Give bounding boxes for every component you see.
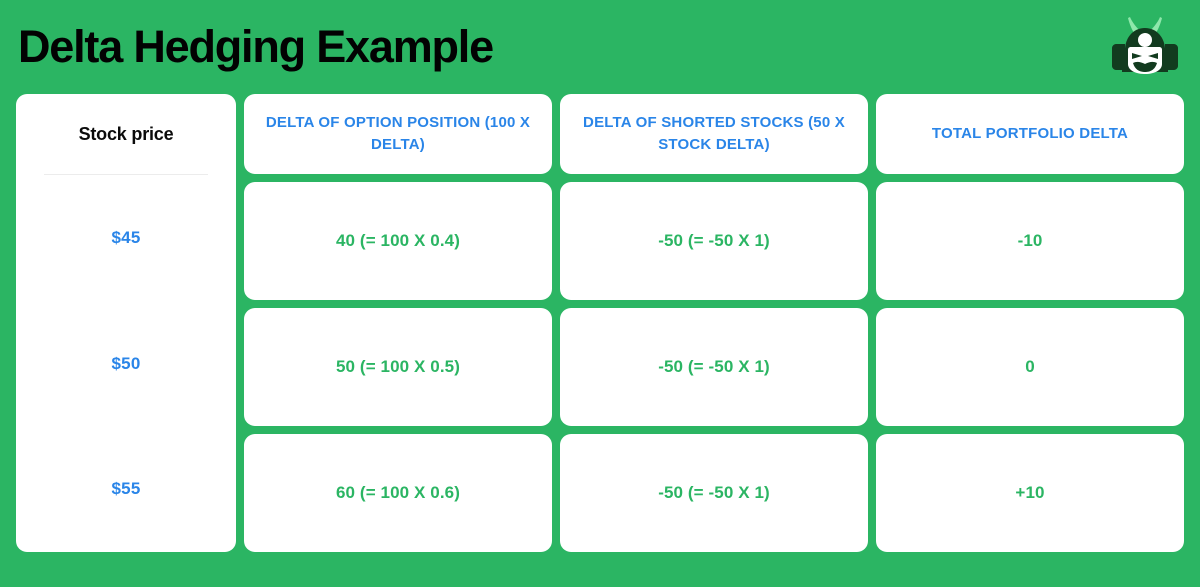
table-cell: -10 (876, 182, 1184, 300)
stock-price-value-list: $45 $50 $55 (16, 175, 236, 552)
table-cell: -50 (= -50 X 1) (560, 434, 868, 552)
table-cell: 40 (= 100 X 0.4) (244, 182, 552, 300)
table-cell: 60 (= 100 X 0.6) (244, 434, 552, 552)
page-header: Delta Hedging Example (0, 0, 1200, 92)
cell-value: -10 (1017, 231, 1043, 250)
table-cell: -50 (= -50 X 1) (560, 308, 868, 426)
option-delta-column-header: DELTA OF OPTION POSITION (100 X DELTA) (244, 94, 552, 174)
stock-price-column-header: Stock price (16, 94, 236, 174)
table-cell: -50 (= -50 X 1) (560, 182, 868, 300)
samurai-helmet-logo-icon (1112, 17, 1178, 74)
option-delta-column: DELTA OF OPTION POSITION (100 X DELTA) 4… (244, 94, 552, 552)
stock-price-header-divider (44, 174, 208, 175)
stock-price-column: Stock price $45 $50 $55 (16, 94, 236, 552)
delta-hedging-table: Stock price $45 $50 $55 DELTA OF OPTION … (16, 94, 1184, 552)
cell-value: -50 (= -50 X 1) (658, 483, 770, 502)
shorted-stocks-delta-column: DELTA OF SHORTED STOCKS (50 X STOCK DELT… (560, 94, 868, 552)
stock-price-cell-row-1: $45 (16, 175, 236, 301)
column-header-label: DELTA OF OPTION POSITION (100 X DELTA) (265, 113, 531, 153)
stock-price-value: $50 (111, 353, 141, 373)
stock-price-value: $55 (111, 479, 141, 499)
stock-price-header-label: Stock price (78, 123, 174, 144)
cell-value: +10 (1015, 483, 1045, 502)
stock-price-cell-row-2: $50 (16, 301, 236, 427)
cell-value: 50 (= 100 X 0.5) (336, 357, 460, 376)
cell-value: -50 (= -50 X 1) (658, 357, 770, 376)
column-header-label: DELTA OF SHORTED STOCKS (50 X STOCK DELT… (583, 113, 845, 153)
cell-value: 0 (1025, 357, 1035, 376)
cell-value: 40 (= 100 X 0.4) (336, 231, 460, 250)
stock-price-cell-row-3: $55 (16, 426, 236, 552)
page-title: Delta Hedging Example (18, 20, 494, 72)
total-portfolio-delta-column: TOTAL PORTFOLIO DELTA -10 0 +10 (876, 94, 1184, 552)
table-cell: 50 (= 100 X 0.5) (244, 308, 552, 426)
table-cell: 0 (876, 308, 1184, 426)
total-portfolio-delta-column-header: TOTAL PORTFOLIO DELTA (876, 94, 1184, 174)
cell-value: -50 (= -50 X 1) (658, 231, 770, 250)
cell-value: 60 (= 100 X 0.6) (336, 483, 460, 502)
stock-price-value: $45 (111, 227, 141, 247)
shorted-stocks-delta-column-header: DELTA OF SHORTED STOCKS (50 X STOCK DELT… (560, 94, 868, 174)
column-header-label: TOTAL PORTFOLIO DELTA (931, 124, 1129, 142)
table-cell: +10 (876, 434, 1184, 552)
